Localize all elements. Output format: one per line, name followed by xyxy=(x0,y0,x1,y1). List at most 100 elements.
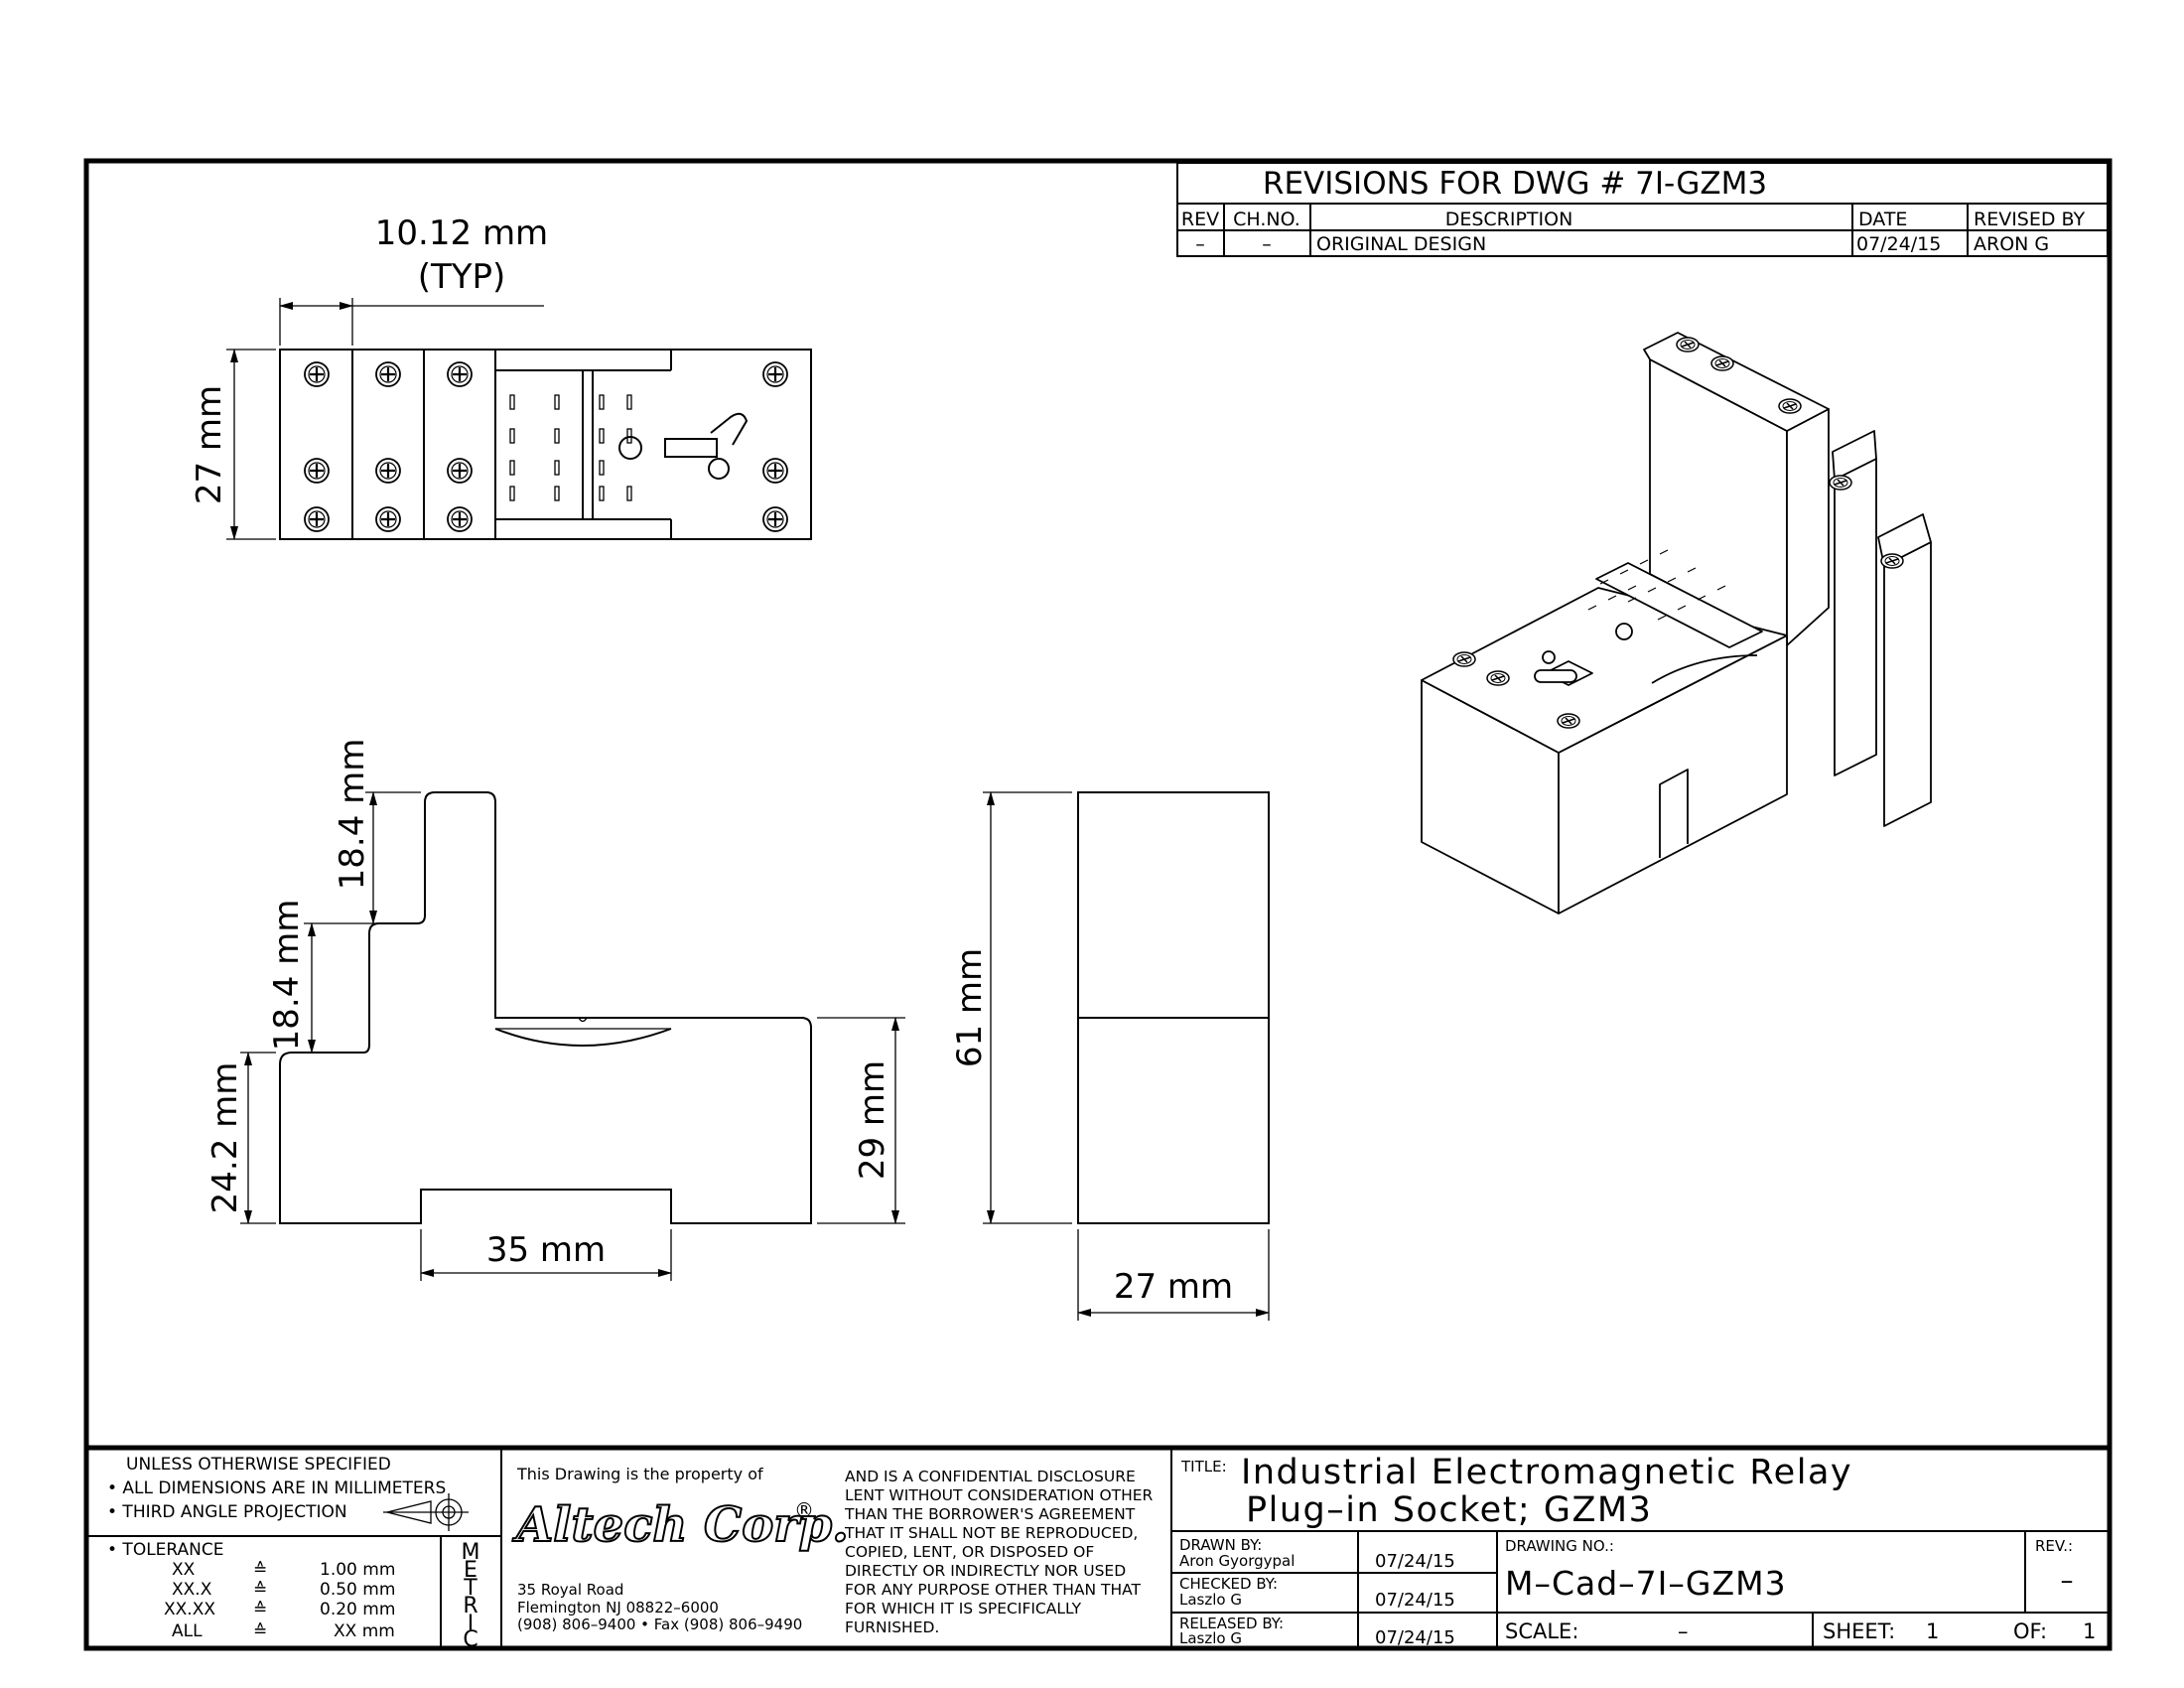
dimension-base-height: 24.2 mm xyxy=(205,1052,276,1224)
tolerance-value-1: 0.50 mm xyxy=(320,1580,395,1600)
disclosure-line: FOR ANY PURPOSE OTHER THAN THAT xyxy=(845,1581,1142,1599)
revision-row-ch-no: – xyxy=(1262,233,1272,255)
of-value: 1 xyxy=(2083,1619,2096,1643)
dimension-side-width: 27 mm xyxy=(1077,1229,1270,1321)
dimension-step-upper: 18.4 mm xyxy=(333,739,421,924)
drawing-title-line1: Industrial Electromagnetic Relay xyxy=(1241,1453,1852,1492)
ch-no-header: CH.NO. xyxy=(1233,209,1300,230)
company-address1: 35 Royal Road xyxy=(517,1581,623,1599)
disclosure-line: LENT WITHOUT CONSIDERATION OTHER xyxy=(845,1486,1154,1504)
revision-row-rev: – xyxy=(1195,233,1205,255)
disclosure-line: FOR WHICH IT IS SPECIFICALLY xyxy=(845,1600,1082,1618)
company-address2: Flemington NJ 08822–6000 xyxy=(517,1599,719,1617)
revisions-title: REVISIONS FOR DWG # 7I-GZM3 xyxy=(1263,166,1767,202)
dimension-rail-width: 35 mm xyxy=(420,1229,672,1281)
metric-letter-e: E xyxy=(464,1558,478,1583)
dimension-total-height: 61 mm xyxy=(950,791,1072,1224)
drawing-no-value: M–Cad–7I–GZM3 xyxy=(1505,1564,1787,1603)
drawn-by-label: DRAWN BY: xyxy=(1179,1536,1262,1554)
metric-letter-t: T xyxy=(463,1576,478,1601)
released-date: 07/24/15 xyxy=(1375,1627,1455,1648)
rev-value: – xyxy=(2061,1566,2074,1596)
metric-letter-i: I xyxy=(468,1612,475,1636)
tolerance-sym-3: ≙ xyxy=(253,1621,267,1641)
revisions-table: REVISIONS FOR DWG # 7I-GZM3 REV CH.NO. D… xyxy=(1176,162,2109,257)
tolerance-sym-1: ≙ xyxy=(253,1580,267,1600)
revision-row-description: ORIGINAL DESIGN xyxy=(1316,233,1486,255)
released-by-label: RELEASED BY: xyxy=(1179,1615,1284,1632)
checked-by-name: Laszlo G xyxy=(1179,1591,1242,1609)
revision-row-revised-by: ARON G xyxy=(1974,233,2049,255)
tolerance-sym-2: ≙ xyxy=(253,1600,267,1619)
drawing-no-label: DRAWING NO.: xyxy=(1505,1537,1614,1555)
disclosure-text: AND IS A CONFIDENTIAL DISCLOSURE LENT WI… xyxy=(844,1468,1154,1636)
dimension-rail-width-label: 35 mm xyxy=(486,1230,606,1270)
scale-value: – xyxy=(1678,1619,1689,1643)
tolerance-label: • TOLERANCE xyxy=(107,1540,224,1560)
metric-letter-m: M xyxy=(462,1540,480,1565)
dimension-total-height-label: 61 mm xyxy=(950,948,990,1067)
disclosure-line: THAN THE BORROWER'S AGREEMENT xyxy=(844,1505,1136,1523)
isometric-view xyxy=(1421,332,1932,914)
sheet-value: 1 xyxy=(1926,1619,1939,1643)
tolerance-format-1: XX.X xyxy=(172,1580,212,1600)
released-by-name: Laszlo G xyxy=(1179,1629,1242,1647)
dimension-pitch-label: 10.12 mm xyxy=(375,213,548,253)
company-logo: Altech Corp. xyxy=(512,1497,849,1553)
disclosure-line: FURNISHED. xyxy=(845,1618,939,1636)
dimension-base-height-label: 24.2 mm xyxy=(205,1062,245,1214)
dimension-pitch: 10.12 mm (TYP) xyxy=(279,213,548,346)
notes-line1: UNLESS OTHERWISE SPECIFIED xyxy=(126,1455,391,1475)
dimension-step-upper-label: 18.4 mm xyxy=(333,739,372,891)
revised-by-header: REVISED BY xyxy=(1974,209,2086,230)
front-view xyxy=(279,791,812,1224)
drawn-date: 07/24/15 xyxy=(1375,1551,1455,1572)
checked-by-label: CHECKED BY: xyxy=(1179,1575,1278,1593)
notes-line3: • THIRD ANGLE PROJECTION xyxy=(107,1502,347,1522)
tolerance-value-2: 0.20 mm xyxy=(320,1600,395,1619)
dimension-step-middle: 18.4 mm xyxy=(267,900,365,1054)
title-label: TITLE: xyxy=(1180,1458,1227,1476)
title-block: UNLESS OTHERWISE SPECIFIED • ALL DIMENSI… xyxy=(86,1448,2110,1652)
drawn-by-name: Aron Gyorgypal xyxy=(1179,1552,1295,1570)
dimension-top-height: 27 mm xyxy=(190,349,276,540)
dimension-top-height-label: 27 mm xyxy=(190,385,229,504)
disclosure-line: AND IS A CONFIDENTIAL DISCLOSURE xyxy=(845,1468,1136,1485)
company-phone: (908) 806–9400 • Fax (908) 806–9490 xyxy=(517,1616,802,1633)
property-line: This Drawing is the property of xyxy=(516,1465,763,1483)
metric-letter-r: R xyxy=(463,1594,478,1618)
dimension-right-height: 29 mm xyxy=(817,1017,905,1224)
projection-symbol xyxy=(383,1493,469,1531)
disclosure-line: THAT IT SHALL NOT BE REPRODUCED, xyxy=(844,1524,1138,1542)
revision-row-date: 07/24/15 xyxy=(1856,233,1941,255)
rev-label: REV.: xyxy=(2035,1537,2073,1555)
dimension-right-height-label: 29 mm xyxy=(853,1060,892,1180)
disclosure-line: COPIED, LENT, OR DISPOSED OF xyxy=(845,1543,1094,1561)
metric-label: M E T R I C xyxy=(462,1540,480,1652)
dimension-side-width-label: 27 mm xyxy=(1114,1267,1233,1307)
sheet-label: SHEET: xyxy=(1823,1619,1895,1643)
tolerance-value-3: XX mm xyxy=(334,1621,395,1641)
tolerance-value-0: 1.00 mm xyxy=(320,1560,395,1580)
metric-letter-c: C xyxy=(463,1627,478,1652)
dimension-pitch-note: (TYP) xyxy=(418,257,506,297)
company-logo-reg: ® xyxy=(794,1498,814,1522)
tolerance-format-0: XX xyxy=(172,1560,196,1580)
drawing-title-line2: Plug–in Socket; GZM3 xyxy=(1246,1490,1652,1530)
notes-line2: • ALL DIMENSIONS ARE IN MILLIMETERS xyxy=(107,1478,446,1498)
tolerance-format-2: XX.XX xyxy=(164,1600,215,1619)
scale-label: SCALE: xyxy=(1505,1619,1578,1643)
dimension-step-middle-label: 18.4 mm xyxy=(267,900,307,1052)
pin-slots xyxy=(509,394,632,501)
checked-date: 07/24/15 xyxy=(1375,1590,1455,1611)
date-header: DATE xyxy=(1858,209,1907,230)
tolerance-format-3: ALL xyxy=(172,1621,203,1641)
tolerance-sym-0: ≙ xyxy=(253,1560,267,1580)
top-view xyxy=(279,349,812,540)
disclosure-line: DIRECTLY OR INDIRECTLY NOR USED xyxy=(845,1562,1126,1580)
rev-header: REV xyxy=(1181,209,1219,230)
sheet-border xyxy=(83,158,2113,1651)
description-header: DESCRIPTION xyxy=(1445,209,1573,230)
side-view xyxy=(1077,791,1270,1224)
